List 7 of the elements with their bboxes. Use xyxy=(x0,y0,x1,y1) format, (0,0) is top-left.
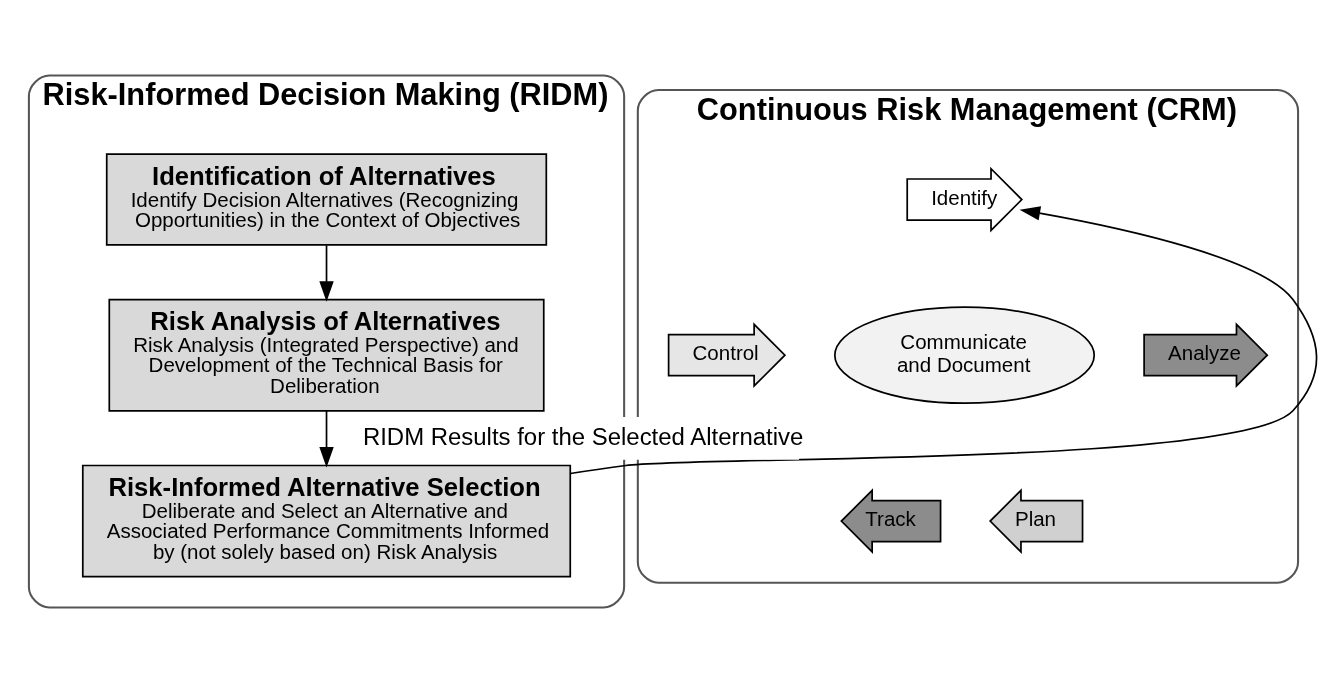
node-box: Identification of Alternatives Identify Decision Alternatives (Recognizing Opportunities) in the Context of Objectives xyxy=(105,153,548,246)
arrow xyxy=(319,244,334,302)
node-box: Risk-Informed Alternative Selection Deliberate and Select an Alternative and Associated Performance Commitments Informed by (not solely based on) Risk Analysis xyxy=(81,464,572,578)
node-box: Risk Analysis of Alternatives Risk Analysis (Integrated Perspective) and Development of the Technical Basis for Deliberation xyxy=(108,298,545,412)
node-ellipse: Communicate and Document xyxy=(833,306,1096,405)
arrow xyxy=(569,206,1318,475)
arrow xyxy=(319,410,334,468)
